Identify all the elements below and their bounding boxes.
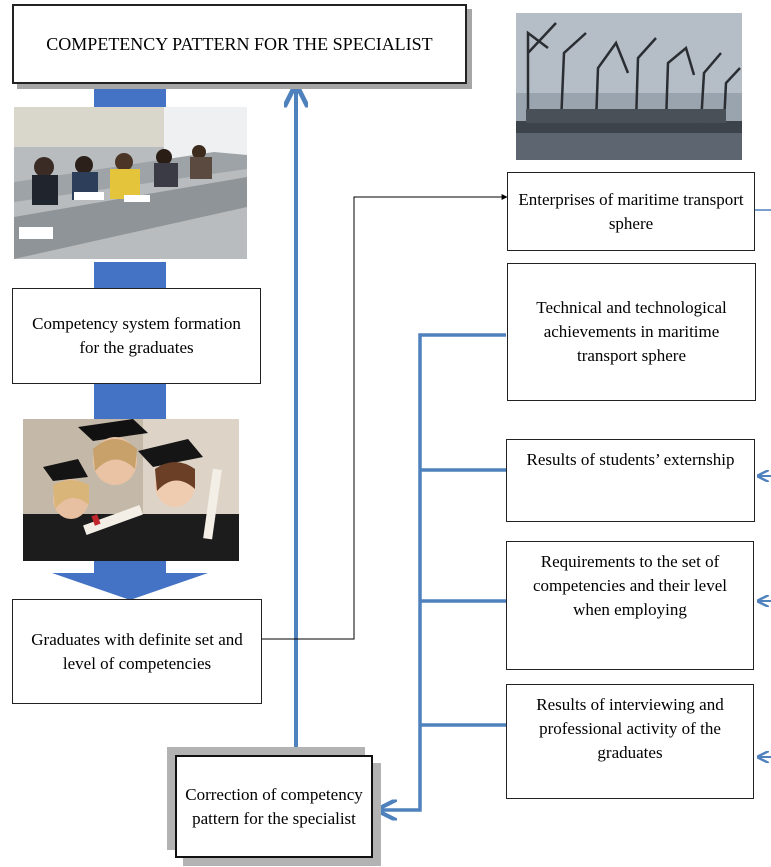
correction-label: Correction of competency pattern for the… <box>185 784 363 828</box>
flow-bar-2 <box>94 262 166 288</box>
port-cranes-photo <box>516 13 742 160</box>
externship-label: Results of students’ externship <box>526 450 735 469</box>
formation-box: Competency system formation for the grad… <box>12 288 261 384</box>
enterprises-label: Enterprises of maritime transport sphere <box>518 189 744 233</box>
graduates-box: Graduates with definite set and level of… <box>12 599 262 704</box>
interviewing-box: Results of interviewing and professional… <box>506 684 754 799</box>
flow-big-arrow <box>52 573 208 600</box>
requirements-box: Requirements to the set of competencies … <box>506 541 754 670</box>
flow-bar-4 <box>94 561 166 573</box>
graduation-photo <box>23 419 239 561</box>
interviewing-label: Results of interviewing and professional… <box>536 695 724 762</box>
enterprises-box: Enterprises of maritime transport sphere <box>507 172 755 251</box>
classroom-photo <box>14 107 247 259</box>
graduates-to-enterprises-line <box>262 194 508 640</box>
competency-pattern-label: COMPETENCY PATTERN FOR THE SPECIALIST <box>46 34 433 54</box>
graduates-label: Graduates with definite set and level of… <box>31 629 243 673</box>
competency-pattern-box: COMPETENCY PATTERN FOR THE SPECIALIST <box>12 4 467 84</box>
collector-bracket <box>378 333 506 810</box>
externship-box: Results of students’ externship <box>506 439 755 522</box>
technical-box: Technical and technological achievements… <box>507 263 756 401</box>
requirements-label: Requirements to the set of competencies … <box>533 552 727 619</box>
correction-box: Correction of competency pattern for the… <box>175 755 373 858</box>
flow-bar-1 <box>94 84 166 108</box>
formation-label: Competency system formation for the grad… <box>32 314 241 357</box>
technical-label: Technical and technological achievements… <box>536 298 727 365</box>
flow-bar-3 <box>94 384 166 420</box>
